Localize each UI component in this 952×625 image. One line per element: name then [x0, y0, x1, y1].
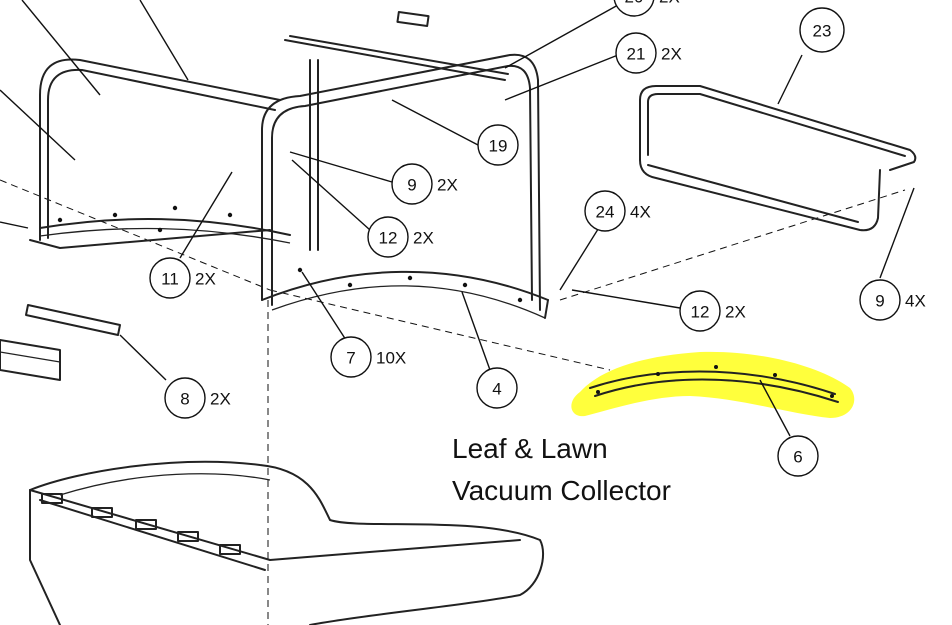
front-frame-bow [57, 53, 549, 319]
callout-number: 19 [489, 137, 508, 156]
part-8-bracket [0, 304, 121, 381]
callout-12: 12 2X [679, 290, 746, 332]
callout-8: 8 2X [164, 377, 231, 419]
callout-number: 9 [875, 292, 884, 311]
callout-number: 7 [346, 349, 355, 368]
callout-number: 12 [379, 229, 398, 248]
callout-circle [615, 32, 657, 74]
callout-12: 12 2X [367, 216, 434, 258]
callout-quantity: 2X [661, 45, 682, 64]
highlight-part-6 [571, 351, 855, 418]
caption-line-1: Leaf & Lawn [452, 433, 608, 464]
callout-quantity: 2X [437, 176, 458, 195]
callout-circle [613, 0, 655, 17]
caption-line-2: Vacuum Collector [452, 475, 671, 506]
collector-bin [29, 460, 545, 625]
callout-number: 12 [691, 303, 710, 322]
callout-circle [777, 435, 819, 477]
callout-number: 9 [407, 176, 416, 195]
callout-11: 11 2X [149, 257, 216, 299]
callout-circle [367, 216, 409, 258]
callout-4: 4 [476, 367, 518, 409]
leader-lines [0, 0, 915, 437]
callout-number: 21 [627, 45, 646, 64]
callout-circle [164, 377, 206, 419]
callout-circle [679, 290, 721, 332]
callout-6: 6 [777, 435, 819, 477]
callout-number: 20 [625, 0, 644, 7]
callout-number: 4 [492, 380, 501, 399]
callout-quantity: 2X [210, 390, 231, 409]
callout-7: 7 10X [330, 336, 406, 378]
callout-quantity: 2X [195, 270, 216, 289]
callout-9: 9 4X [859, 279, 926, 321]
callout-24: 24 4X [584, 190, 651, 232]
callout-circle [149, 257, 191, 299]
callout-number: 11 [161, 270, 179, 289]
callout-circle [391, 163, 433, 205]
callout-23: 23 [799, 7, 845, 53]
callout-number: 24 [596, 203, 615, 222]
callout-9: 9 2X [391, 163, 458, 205]
callout-number: 23 [813, 22, 832, 41]
callout-19: 19 [477, 124, 519, 166]
callout-quantity: 2X [413, 229, 434, 248]
rear-frame-bow [29, 58, 291, 249]
callout-quantity: 2X [659, 0, 680, 7]
callout-number: 8 [180, 390, 189, 409]
callout-quantity: 10X [376, 349, 406, 368]
callout-quantity: 2X [725, 303, 746, 322]
callout-number: 6 [793, 448, 802, 467]
callout-circle [859, 279, 901, 321]
callout-quantity: 4X [905, 292, 926, 311]
part-6-strip [589, 365, 839, 403]
callout-20: 20 2X [613, 0, 680, 17]
callout-circle [799, 7, 845, 53]
callout-group: 19 20 2X 21 2X 23 9 2X 12 2X 24 4X 11 2X 9 4X 12 2X 7 10X 4 8… [149, 0, 926, 477]
callout-circle [476, 367, 518, 409]
construction-lines [0, 179, 906, 625]
callout-circle [330, 336, 372, 378]
part-23-bag-frame [639, 85, 917, 232]
callout-circle [584, 190, 626, 232]
callout-quantity: 4X [630, 203, 651, 222]
callout-21: 21 2X [615, 32, 682, 74]
top-rods [284, 10, 509, 81]
callout-circle [477, 124, 519, 166]
